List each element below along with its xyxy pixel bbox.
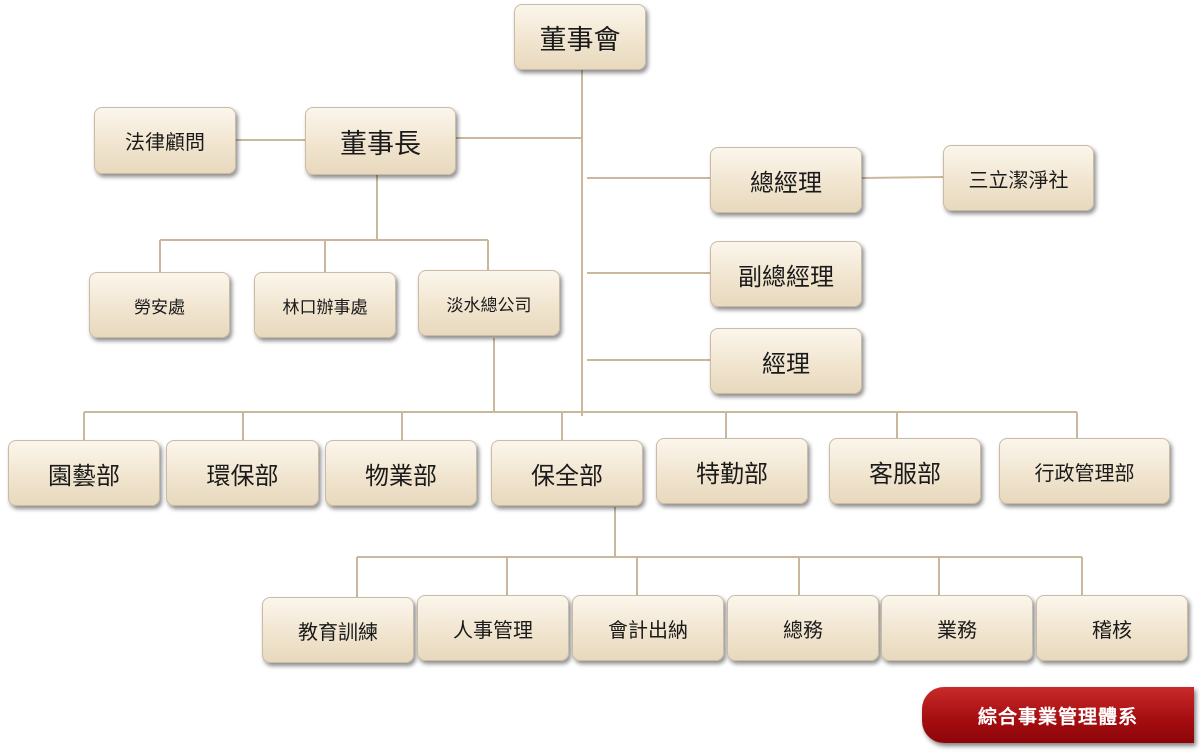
department-node: 行政管理部 xyxy=(999,438,1170,504)
general-manager-label: 總經理 xyxy=(750,168,822,197)
legal-advisor-label: 法律顧問 xyxy=(125,130,205,154)
security-unit-node: 人事管理 xyxy=(417,595,569,661)
security-unit-label: 人事管理 xyxy=(453,617,533,642)
department-node: 園藝部 xyxy=(8,440,160,506)
office-node: 勞安處 xyxy=(89,272,230,338)
cleaning-company-label: 三立潔淨社 xyxy=(968,167,1069,192)
office-label: 勞安處 xyxy=(134,297,185,318)
department-label: 保全部 xyxy=(531,461,603,490)
department-label: 特勤部 xyxy=(696,459,768,488)
legal-advisor-node: 法律顧問 xyxy=(94,107,236,174)
department-node: 物業部 xyxy=(325,440,477,506)
security-unit-node: 業務 xyxy=(881,595,1033,661)
cleaning-company-node: 三立潔淨社 xyxy=(943,145,1094,211)
security-unit-label: 會計出納 xyxy=(608,617,688,642)
department-label: 園藝部 xyxy=(48,461,120,490)
security-unit-label: 業務 xyxy=(937,617,977,642)
department-label: 環保部 xyxy=(206,461,279,490)
security-unit-node: 稽核 xyxy=(1036,595,1188,661)
department-node: 客服部 xyxy=(829,438,981,504)
department-label: 物業部 xyxy=(365,461,437,490)
security-unit-node: 教育訓練 xyxy=(262,597,414,663)
security-unit-label: 教育訓練 xyxy=(298,619,378,644)
department-node: 環保部 xyxy=(166,440,319,506)
department-node: 特勤部 xyxy=(656,438,808,504)
office-label: 林口辦事處 xyxy=(282,297,368,318)
board-node: 董事會 xyxy=(514,4,646,70)
department-label: 客服部 xyxy=(869,459,941,488)
office-label: 淡水總公司 xyxy=(446,295,532,316)
chairman-node: 董事長 xyxy=(305,107,456,175)
security-unit-label: 總務 xyxy=(783,617,823,642)
board-label: 董事會 xyxy=(539,24,621,56)
manager-node: 經理 xyxy=(710,328,862,394)
chairman-label: 董事長 xyxy=(340,128,421,160)
deputy-general-manager-label: 副總經理 xyxy=(738,262,834,291)
security-unit-label: 稽核 xyxy=(1092,617,1132,642)
general-manager-node: 總經理 xyxy=(710,147,862,213)
deputy-general-manager-node: 副總經理 xyxy=(710,241,862,307)
office-node: 淡水總公司 xyxy=(418,270,560,336)
manager-label: 經理 xyxy=(762,349,810,378)
security-unit-node: 總務 xyxy=(727,595,879,661)
system-title-label: 綜合事業管理體系 xyxy=(977,705,1138,728)
system-title-tag: 綜合事業管理體系 xyxy=(922,687,1194,743)
security-unit-node: 會計出納 xyxy=(572,595,724,661)
office-node: 林口辦事處 xyxy=(254,272,396,338)
department-node: 保全部 xyxy=(491,440,643,506)
department-label: 行政管理部 xyxy=(1034,460,1135,485)
